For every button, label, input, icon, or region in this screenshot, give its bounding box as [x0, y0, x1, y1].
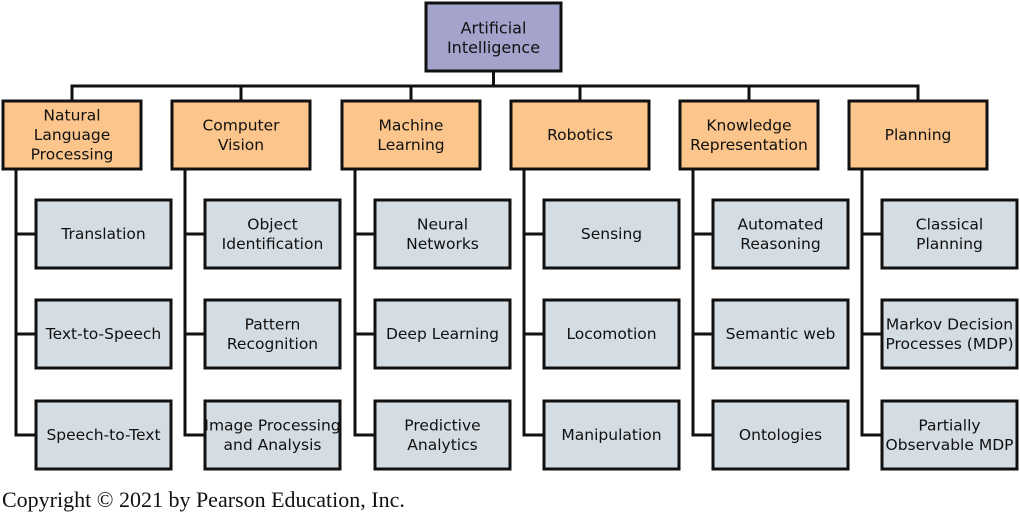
- leaf-node-knowledge-representation-3-box: [711, 399, 850, 471]
- leaf-node-nlp-2-box: [34, 298, 173, 370]
- category-label: Planning: [885, 126, 952, 144]
- leaf-label: Semantic web: [726, 325, 836, 343]
- leaf-node-knowledge-representation-2-box: [711, 298, 850, 370]
- leaf-node-robotics-3: Manipulation: [542, 399, 681, 471]
- leaf-node-robotics-2-box: [542, 298, 681, 370]
- leaf-node-knowledge-representation-2: Semantic web: [711, 298, 850, 370]
- leaf-node-nlp-3: Speech-to-Text: [34, 399, 173, 471]
- leaf-node-knowledge-representation-1-box: [711, 198, 850, 270]
- leaf-node-robotics-1: Sensing: [542, 198, 681, 270]
- category-node-planning-box: [847, 99, 989, 171]
- leaf-label: Ontologies: [739, 426, 822, 444]
- leaf-node-nlp-1-box: [34, 198, 173, 270]
- leaf-node-machine-learning-2-box: [373, 298, 512, 370]
- copyright-notice: Copyright © 2021 by Pearson Education, I…: [2, 487, 405, 512]
- category-node-knowledge-representation-box: [678, 99, 820, 171]
- leaf-node-robotics-2: Locomotion: [542, 298, 681, 370]
- category-label: Robotics: [547, 126, 613, 144]
- root-node-box: [424, 1, 563, 73]
- leaf-label: Deep Learning: [386, 325, 499, 343]
- leaf-node-knowledge-representation-3: Ontologies: [711, 399, 850, 471]
- leaf-node-planning-3-box: [880, 399, 1019, 471]
- category-node-planning: Planning: [847, 99, 989, 171]
- category-node-computer-vision-box: [170, 99, 312, 171]
- connector-lines: [14, 69, 920, 437]
- leaf-label: Translation: [60, 225, 145, 243]
- category-node-machine-learning-box: [340, 99, 482, 171]
- leaf-node-machine-learning-1-box: [373, 198, 512, 270]
- leaf-label: Sensing: [581, 225, 642, 243]
- category-node-robotics-box: [509, 99, 651, 171]
- category-node-robotics: Robotics: [509, 99, 651, 171]
- leaf-label: Speech-to-Text: [46, 426, 160, 444]
- leaf-node-computer-vision-3-box: [203, 399, 342, 471]
- leaf-node-nlp-2: Text-to-Speech: [34, 298, 173, 370]
- leaf-node-machine-learning-3-box: [373, 399, 512, 471]
- leaf-node-planning-2-box: [880, 298, 1019, 370]
- leaf-node-machine-learning-2: Deep Learning: [373, 298, 512, 370]
- leaf-node-computer-vision-1-box: [203, 198, 342, 270]
- leaf-label: Text-to-Speech: [45, 325, 161, 343]
- leaf-node-nlp-3-box: [34, 399, 173, 471]
- leaf-label: Locomotion: [566, 325, 656, 343]
- leaf-node-robotics-1-box: [542, 198, 681, 270]
- leaf-node-nlp-1: Translation: [34, 198, 173, 270]
- leaf-node-robotics-3-box: [542, 399, 681, 471]
- leaf-label: Manipulation: [561, 426, 661, 444]
- leaf-node-computer-vision-2-box: [203, 298, 342, 370]
- leaf-node-planning-1-box: [880, 198, 1019, 270]
- category-node-nlp-box: [1, 99, 143, 171]
